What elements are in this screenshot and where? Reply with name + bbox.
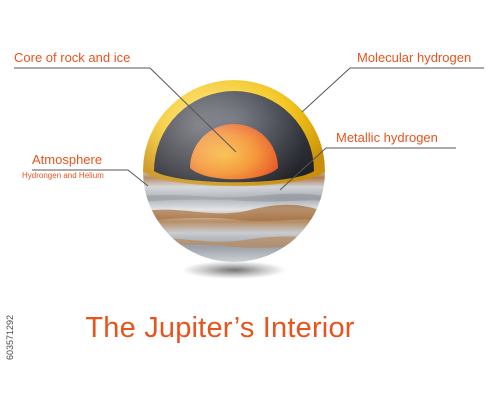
jupiter-sphere xyxy=(143,80,325,262)
leader-line-metallic xyxy=(279,147,456,191)
leader-line-core xyxy=(14,67,237,153)
stock-image-id: 603571292 xyxy=(5,314,15,360)
ground-shadow xyxy=(182,261,286,279)
label-metallic-hydrogen: Metallic hydrogen xyxy=(336,130,438,145)
label-atmosphere-composition: Hydrongen and Helium xyxy=(22,171,104,180)
diagram-title: The Jupiter’s Interior xyxy=(85,312,355,344)
leader-line-atmosphere xyxy=(32,169,149,187)
label-core: Core of rock and ice xyxy=(14,50,131,65)
label-atmosphere: Atmosphere xyxy=(32,152,103,167)
sphere-gloss xyxy=(143,80,325,262)
leader-line-molecular xyxy=(301,67,484,113)
leader-lines xyxy=(14,67,484,191)
label-molecular-hydrogen: Molecular hydrogen xyxy=(357,50,472,65)
